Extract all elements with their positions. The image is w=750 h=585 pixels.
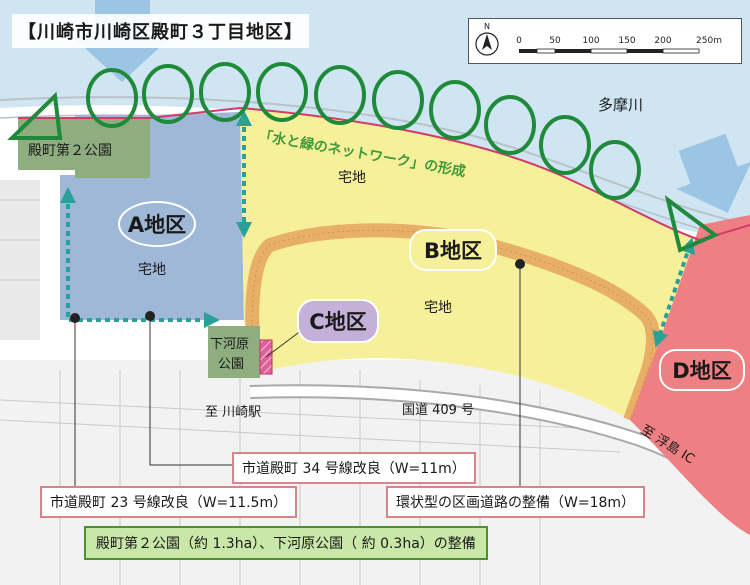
network-circle-5 bbox=[314, 65, 366, 125]
network-circle-10 bbox=[589, 140, 641, 200]
scale-tick-4: 200 bbox=[654, 36, 671, 46]
scale-tick-5: 250m bbox=[696, 36, 722, 46]
ring-road-marker bbox=[515, 259, 525, 269]
shimokawara-label-2: 公園 bbox=[218, 357, 244, 372]
network-circle-6 bbox=[372, 70, 424, 130]
scale-svg: N 0 50 100 150 200 250m bbox=[475, 22, 722, 56]
scale-tick-0: 0 bbox=[516, 36, 522, 46]
district-b-badge bbox=[409, 229, 497, 271]
district-b-label: B地区 bbox=[424, 239, 482, 263]
network-circle-9 bbox=[539, 115, 591, 175]
network-circle-8 bbox=[484, 95, 536, 155]
network-arrow-diagonal bbox=[652, 237, 696, 348]
scale-bar: N 0 50 100 150 200 250m bbox=[468, 18, 742, 64]
scale-tick-2: 100 bbox=[582, 36, 599, 46]
district-a-label: A地区 bbox=[128, 213, 186, 237]
north-label: N bbox=[484, 22, 490, 31]
green-network-circles bbox=[7, 62, 719, 253]
network-arrow-left bbox=[60, 187, 220, 328]
river-label: 多摩川 bbox=[598, 96, 643, 114]
to-kawasaki-label: 至 川崎駅 bbox=[205, 405, 261, 420]
residential-label-b-north: 宅地 bbox=[338, 170, 366, 186]
network-circle-2 bbox=[142, 64, 194, 124]
network-triangle-end bbox=[664, 195, 719, 253]
parks-note: 殿町第２公園（約 1.3ha）、下河原公園（ 約 0.3ha）の整備 bbox=[84, 526, 488, 560]
route409-label: 国道 409 号 bbox=[402, 403, 474, 418]
ring-road-note: 環状型の区画道路の整備（W=18m） bbox=[386, 486, 646, 518]
shimokawara-label-1: 下河原 bbox=[210, 337, 249, 352]
residential-label-b: 宅地 bbox=[424, 300, 452, 316]
flow-arrow-2 bbox=[676, 133, 750, 213]
network-circle-4 bbox=[256, 62, 308, 122]
network-circle-1 bbox=[86, 68, 138, 128]
page-title: 【川崎市川崎区殿町３丁目地区】 bbox=[12, 14, 309, 48]
road34-note: 市道殿町 34 号線改良（W=11m） bbox=[232, 452, 476, 484]
leader-lines bbox=[74, 266, 521, 488]
park2-area bbox=[18, 118, 150, 178]
shimokawara-park-area bbox=[208, 326, 260, 378]
district-c-label: C地区 bbox=[309, 310, 366, 334]
network-triangle-start bbox=[7, 91, 63, 140]
project-boundary bbox=[18, 106, 750, 242]
road23-note: 市道殿町 23 号線改良（W=11.5m） bbox=[40, 486, 298, 518]
north-arrow-circle bbox=[475, 32, 499, 56]
district-c-badge bbox=[297, 299, 379, 343]
park2-label: 殿町第２公園 bbox=[28, 142, 112, 159]
ring-road-center bbox=[251, 229, 654, 421]
road34-marker bbox=[145, 311, 155, 321]
network-circle-3 bbox=[199, 62, 251, 122]
district-a-badge bbox=[118, 201, 196, 247]
district-d-badge bbox=[659, 349, 745, 391]
scale-tick-1: 50 bbox=[549, 36, 561, 46]
road23-marker bbox=[70, 313, 80, 323]
network-circle-7 bbox=[429, 80, 481, 140]
urban-left bbox=[0, 180, 40, 340]
north-arrow-icon bbox=[482, 34, 492, 50]
residential-label-a: 宅地 bbox=[138, 262, 166, 278]
district-d-label: D地区 bbox=[672, 359, 731, 383]
scale-tick-3: 150 bbox=[618, 36, 635, 46]
